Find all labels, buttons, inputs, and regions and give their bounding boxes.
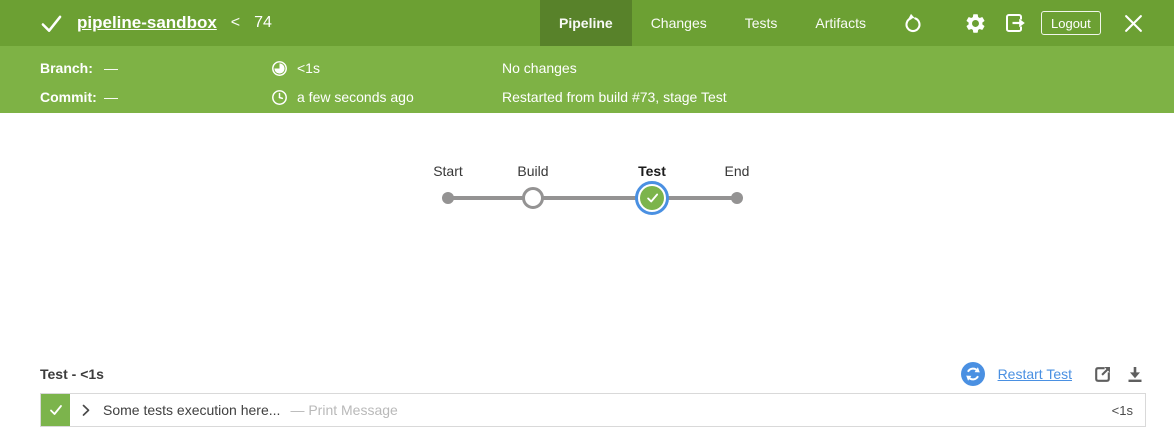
branch-value: —	[104, 60, 118, 76]
tab-tests[interactable]: Tests	[744, 15, 778, 31]
node-check-icon	[645, 191, 660, 205]
pipeline-edge-line	[446, 196, 739, 200]
breadcrumb-chevron-icon: <	[230, 14, 241, 31]
commit-label: Commit:	[40, 89, 97, 105]
stage-label-build: Build	[517, 163, 549, 179]
run-info-bar: Branch: — Commit: — <1s a few seconds ag…	[0, 46, 1174, 113]
stage-result-header: Test - <1s Restart Test	[40, 360, 1144, 388]
step-check-icon	[49, 404, 63, 416]
step-duration: <1s	[1111, 402, 1133, 418]
step-status-success	[41, 394, 70, 426]
tab-changes[interactable]: Changes	[650, 15, 707, 31]
tab-artifacts[interactable]: Artifacts	[815, 15, 866, 31]
node-start-dot	[442, 192, 454, 204]
duration-cell: <1s	[271, 59, 320, 77]
logout-button[interactable]: Logout	[1041, 11, 1101, 35]
clock-icon	[271, 89, 288, 106]
logout-door-icon[interactable]	[1004, 0, 1026, 46]
node-build[interactable]	[522, 187, 544, 209]
step-type: — Print Message	[290, 402, 398, 418]
step-message: Some tests execution here...	[103, 402, 281, 418]
stage-label-test: Test	[638, 163, 666, 179]
restart-note: Restarted from build #73, stage Test	[502, 89, 727, 105]
settings-gear-icon[interactable]	[964, 0, 987, 46]
download-log-icon[interactable]	[1126, 365, 1144, 383]
build-status-check-icon	[40, 12, 63, 35]
stage-result-title: Test - <1s	[40, 366, 104, 382]
close-icon[interactable]	[1124, 0, 1143, 46]
commit-value: —	[104, 89, 118, 105]
duration-value: <1s	[297, 60, 320, 76]
log-step-row[interactable]: Some tests execution here... — Print Mes…	[40, 393, 1146, 427]
expand-chevron-icon[interactable]	[82, 404, 90, 417]
open-external-link-icon[interactable]	[1092, 364, 1113, 385]
breadcrumb: pipeline-sandbox < 74	[40, 0, 272, 46]
stage-label-start: Start	[433, 163, 463, 179]
branch-label: Branch:	[40, 60, 93, 76]
run-number: 74	[254, 14, 272, 31]
stage-label-end: End	[724, 163, 750, 179]
node-test-selected[interactable]	[635, 181, 669, 215]
top-header-bar: pipeline-sandbox < 74 Pipeline Changes T…	[0, 0, 1174, 46]
tab-pipeline[interactable]: Pipeline	[540, 0, 632, 46]
restart-test-link[interactable]: Restart Test	[997, 366, 1072, 382]
time-ago-cell: a few seconds ago	[271, 88, 414, 106]
rerun-icon[interactable]	[903, 0, 923, 46]
header-tabs: Pipeline Changes Tests Artifacts	[540, 0, 885, 46]
duration-pie-icon	[271, 60, 288, 77]
time-ago-value: a few seconds ago	[297, 89, 414, 105]
result-actions: Restart Test	[960, 362, 1144, 386]
pipeline-name-link[interactable]: pipeline-sandbox	[77, 13, 217, 32]
changes-text: No changes	[502, 60, 577, 76]
restart-circle-icon[interactable]	[960, 362, 985, 386]
node-end-dot	[731, 192, 743, 204]
node-test-success-circle	[640, 186, 664, 210]
